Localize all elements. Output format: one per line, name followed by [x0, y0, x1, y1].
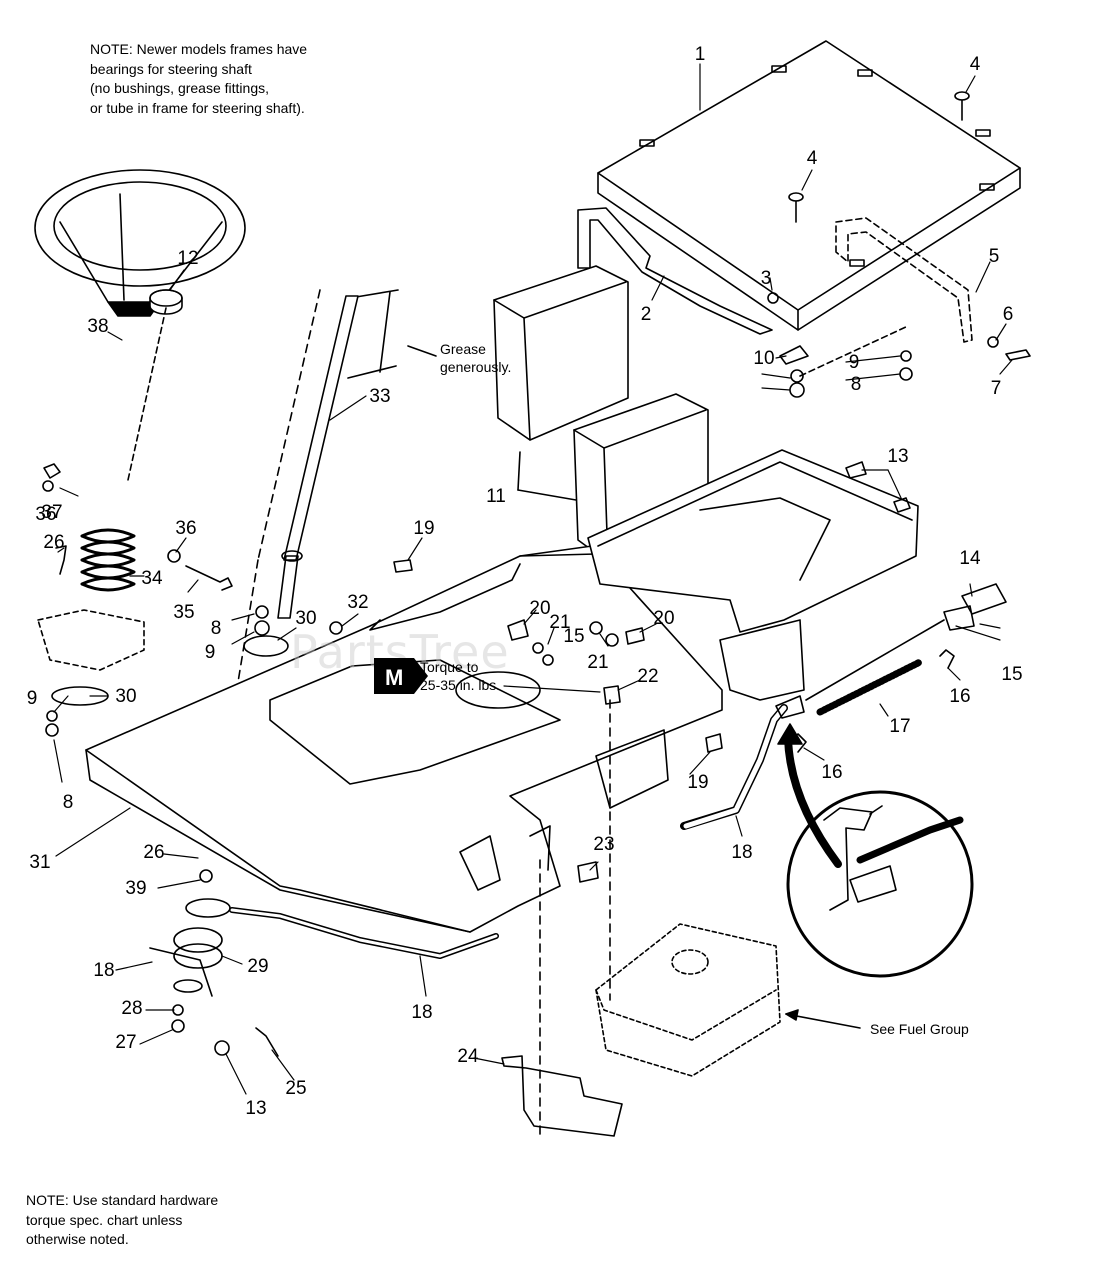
seat-bracket	[577, 207, 773, 335]
callout-22: 22	[637, 666, 658, 687]
callout-30: 30	[295, 608, 316, 629]
leader-lines	[53, 63, 1013, 1095]
callout-25: 25	[285, 1078, 306, 1099]
callout-21: 21	[587, 652, 608, 673]
detail-arrow	[784, 734, 842, 868]
callout-13: 13	[245, 1098, 266, 1119]
throttle-cable	[680, 583, 1007, 830]
torque-badge-letter: M	[385, 665, 403, 690]
callout-23: 23	[593, 834, 614, 855]
callout-10: 10	[753, 348, 774, 369]
seat-hardware	[767, 91, 1031, 398]
fuel-tank	[595, 923, 781, 1077]
steering-spring	[80, 528, 136, 592]
callout-12: 12	[177, 248, 198, 269]
callout-3: 3	[761, 268, 772, 289]
note-bottom: NOTE: Use standard hardware torque spec.…	[26, 1192, 219, 1247]
detail-inset	[786, 790, 974, 978]
callout-15: 15	[1001, 664, 1022, 685]
callout-18: 18	[93, 960, 114, 981]
mount-bracket	[501, 1055, 623, 1137]
torque-badge: M	[374, 658, 428, 694]
rear-frame	[587, 449, 919, 701]
callout-24: 24	[457, 1046, 479, 1067]
fuel-group-arrowhead	[785, 1009, 799, 1021]
callout-34: 34	[141, 568, 163, 589]
callout-39: 39	[125, 878, 146, 899]
callout-8: 8	[211, 618, 222, 639]
callout-8: 8	[851, 374, 862, 395]
callout-6: 6	[1003, 304, 1014, 325]
callout-29: 29	[247, 956, 268, 977]
callout-26: 26	[143, 842, 164, 863]
callout-27: 27	[115, 1032, 136, 1053]
callout-33: 33	[369, 386, 390, 407]
callout-4: 4	[970, 54, 981, 75]
callout-30: 30	[115, 686, 136, 707]
callout-18: 18	[411, 1002, 432, 1023]
callout-14: 14	[959, 548, 981, 569]
callout-7: 7	[991, 378, 1002, 399]
callout-28: 28	[121, 998, 142, 1019]
callout-11: 11	[486, 486, 506, 507]
callout-19: 19	[687, 772, 708, 793]
pedal-bracket	[595, 729, 669, 809]
callout-20: 20	[653, 608, 674, 629]
callout-5: 5	[989, 246, 1000, 267]
callout-16: 16	[949, 686, 970, 707]
callout-13: 13	[887, 446, 908, 467]
note-top: NOTE: Newer models frames have bearings …	[90, 41, 308, 116]
pulley-assembly	[149, 869, 231, 1033]
callout-38: 38	[87, 316, 108, 337]
callout-16: 16	[821, 762, 842, 783]
callout-1: 1	[695, 44, 706, 65]
callout-2: 2	[641, 304, 652, 325]
callout-36: 36	[35, 504, 56, 525]
callout-9: 9	[849, 352, 860, 373]
callout-9: 9	[27, 688, 38, 709]
grease-dimension	[347, 289, 437, 379]
callout-8: 8	[63, 792, 74, 813]
callout-19: 19	[413, 518, 434, 539]
callout-9: 9	[205, 642, 216, 663]
callout-21: 21	[549, 612, 570, 633]
seat-hinge-bracket	[835, 217, 973, 343]
callout-35: 35	[173, 602, 194, 623]
callout-26: 26	[43, 532, 64, 553]
callout-32: 32	[347, 592, 368, 613]
callout-36: 36	[175, 518, 196, 539]
callout-4: 4	[807, 148, 818, 169]
callout-17: 17	[889, 716, 910, 737]
callout-18: 18	[731, 842, 752, 863]
detail-arrow-head	[777, 723, 803, 745]
fuel-group-label: See Fuel Group	[870, 1021, 969, 1037]
seat-pan	[597, 40, 1021, 331]
callout-37: 37	[41, 502, 62, 523]
callout-15: 15	[563, 626, 584, 647]
drive-cable	[229, 907, 499, 959]
callout-31: 31	[29, 852, 50, 873]
callout-20: 20	[529, 598, 550, 619]
steering-wheel	[34, 169, 246, 317]
cap-12	[127, 289, 183, 481]
fuel-group-arrow	[785, 1013, 861, 1029]
